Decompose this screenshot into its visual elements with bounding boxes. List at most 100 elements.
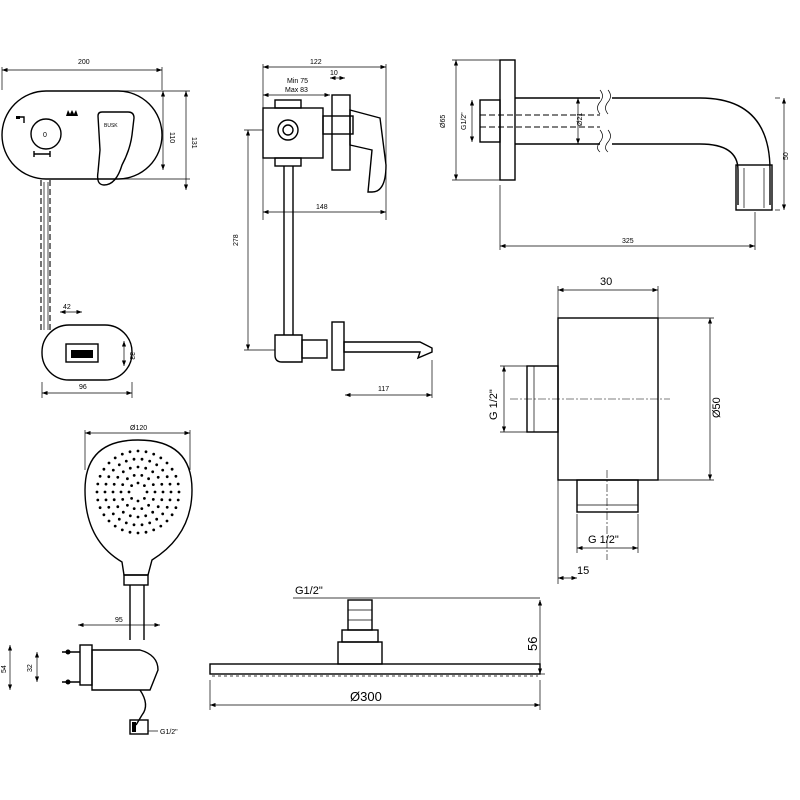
nozzle-dot	[116, 475, 120, 479]
nozzle-dot	[151, 483, 155, 486]
nozzle-dot	[102, 513, 106, 517]
nozzle-dot	[143, 484, 146, 487]
mixer-plate	[1, 90, 163, 180]
wall-plate	[331, 94, 351, 171]
hose-connector	[129, 719, 149, 735]
nozzle-dot	[127, 490, 131, 494]
ball-joint	[337, 641, 383, 665]
head-connector	[347, 599, 373, 631]
dim-dia-21: Ø21	[577, 113, 584, 126]
nozzle-dot	[136, 515, 140, 519]
nozzle-dot	[155, 463, 159, 467]
arm-wall-flange	[499, 59, 516, 181]
dim-length-325: 325	[622, 238, 634, 245]
nozzle-dot	[107, 505, 111, 509]
nozzle-dot	[168, 498, 172, 502]
nozzle-dot	[160, 482, 164, 486]
nozzle-dot	[151, 498, 155, 501]
nozzle-dot	[126, 503, 129, 507]
nozzle-dot	[128, 450, 132, 454]
nozzle-dot	[117, 463, 121, 467]
spout-plate	[41, 324, 133, 381]
nozzle-dot	[140, 457, 144, 461]
dim-thread-side: G 1/2"	[488, 389, 500, 420]
nozzle-dot	[117, 517, 121, 521]
nozzle-dot	[132, 523, 136, 527]
dim-max-83: Max 83	[285, 87, 308, 94]
head-plate	[209, 663, 541, 675]
nozzle-dot	[113, 456, 117, 460]
nozzle-dot	[161, 468, 165, 472]
dim-depth-148: 148	[316, 204, 328, 211]
dim-height-131: 131	[190, 137, 197, 149]
nozzle-dot	[95, 490, 99, 494]
nozzle-dot	[177, 490, 181, 494]
diverter-knob	[30, 118, 62, 150]
nozzle-dot	[151, 510, 155, 514]
dim-dia-120: Ø120	[130, 425, 147, 432]
nozzle-dot	[160, 498, 164, 502]
nozzle-dot	[104, 498, 108, 502]
dim-width-96: 96	[79, 384, 87, 391]
hand-shower-view: Ø120 95 32 54 G1/2"	[1, 425, 193, 736]
dim-width-30: 30	[600, 276, 612, 288]
nozzle-dot	[159, 524, 163, 528]
nozzle-dot	[130, 497, 134, 500]
nozzle-dot	[151, 470, 155, 474]
dim-dia-300: Ø300	[350, 689, 382, 704]
nozzle-dot	[111, 512, 115, 516]
dim-depth-122: 122	[310, 59, 322, 66]
arm-curve	[612, 97, 771, 205]
nozzle-dot	[148, 521, 152, 525]
nozzle-dot	[112, 482, 116, 486]
valve-fitting	[277, 119, 299, 141]
nozzle-dot	[165, 519, 169, 523]
nozzle-dot	[136, 481, 140, 485]
nozzle-dot	[130, 484, 134, 487]
nozzle-dot	[168, 482, 172, 486]
nozzle-dot	[98, 474, 102, 478]
dim-dia-65: Ø65	[440, 115, 447, 128]
nozzle-dot	[165, 505, 169, 509]
shower-arm-view: Ø65 G1/2" Ø21 325 50	[440, 59, 790, 250]
dim-width-95: 95	[115, 617, 123, 624]
nozzle-dot	[126, 477, 129, 481]
nozzle-dot	[170, 513, 174, 517]
spout-side	[343, 341, 433, 360]
wall-connector-view: 30 Ø50 G 1/2" G 1/2" 15	[488, 276, 723, 584]
nozzle-dot	[156, 505, 160, 509]
dim-thread-bottom: G 1/2"	[588, 534, 619, 546]
nozzle-dot	[159, 456, 163, 460]
nozzle-dot	[148, 459, 152, 463]
nozzle-dot	[113, 524, 117, 528]
nozzle-dot	[143, 497, 146, 500]
nozzle-dot	[176, 482, 180, 486]
dim-offset-15: 15	[577, 565, 589, 577]
spout-outlet	[65, 343, 99, 363]
nozzle-dot	[156, 475, 160, 479]
nozzle-dot	[120, 528, 124, 532]
dim-height-54: 54	[1, 665, 8, 673]
nozzle-dot	[119, 490, 123, 494]
nozzle-dot	[155, 517, 159, 521]
nozzle-dot	[107, 475, 111, 479]
crown-symbol-icon	[66, 110, 78, 116]
nozzle-dot	[107, 461, 111, 465]
svg-text:BUSK: BUSK	[104, 123, 118, 129]
dim-width-200: 200	[78, 59, 90, 66]
nozzle-dot	[128, 466, 132, 470]
arm-threaded-end	[479, 99, 501, 143]
mixer-lever-handle	[96, 111, 135, 186]
hand-shower-holder	[91, 649, 159, 691]
nozzle-dot	[145, 490, 149, 494]
nozzle-dot	[121, 483, 125, 486]
label-thread-head: G1/2"	[295, 585, 323, 597]
nozzle-dot	[161, 512, 165, 516]
nozzle-dot	[128, 530, 132, 534]
dim-thread-arm: G1/2"	[461, 112, 468, 130]
nozzle-dot	[147, 503, 151, 507]
nozzle-dot	[132, 507, 136, 510]
nozzle-dot	[111, 490, 115, 494]
nozzle-dot	[103, 490, 107, 494]
nozzle-dot	[107, 519, 111, 523]
